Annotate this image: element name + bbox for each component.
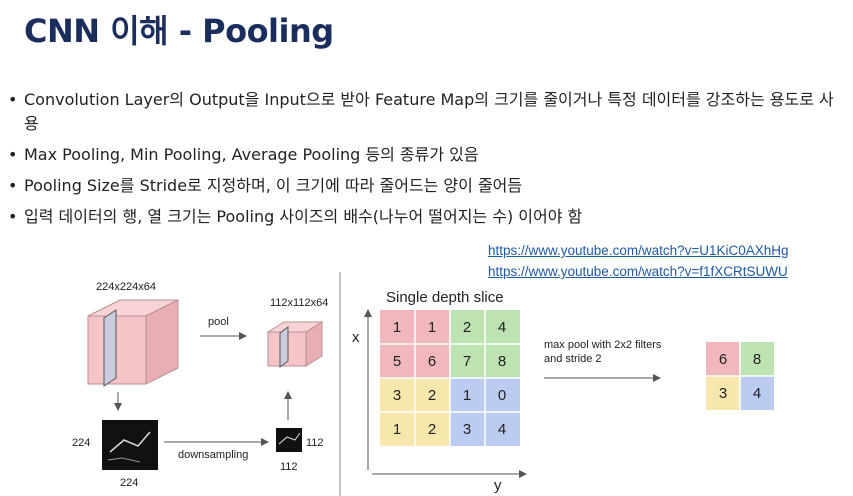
grid-cell: 2: [428, 387, 436, 404]
bullet-item: Pooling Size를 Stride로 지정하며, 이 크기에 따라 줄어드…: [8, 174, 838, 198]
slice-title: Single depth slice: [386, 289, 504, 306]
input-grid: 1 1 2 4 5 6 7 8 3 2 1 0 1 2 3 4: [380, 310, 520, 446]
input-volume: [87, 299, 179, 387]
grid-cell: 0: [498, 387, 506, 404]
result-cell: 8: [753, 351, 761, 368]
volume-size-label: 224x224x64: [96, 281, 156, 293]
maxpool-desc-1: max pool with 2x2 filters: [544, 339, 662, 351]
grid-cell: 3: [463, 421, 471, 438]
result-cell: 4: [753, 385, 761, 402]
size-224-side: 224: [72, 437, 90, 449]
pooled-size-label: 112x112x64: [270, 297, 328, 309]
grid-cell: 1: [393, 421, 401, 438]
grid-cell: 6: [428, 353, 436, 370]
grid-cell: 2: [463, 319, 471, 336]
youtube-link-1[interactable]: https://www.youtube.com/watch?v=U1KiC0AX…: [488, 243, 789, 258]
grid-cell: 4: [498, 421, 506, 438]
pooled-volume: [266, 321, 324, 368]
feature-map-224: [102, 420, 158, 470]
slide-title: CNN 이해 - Pooling: [24, 12, 334, 50]
size-112-bottom: 112: [280, 461, 298, 473]
bullet-item: Convolution Layer의 Output을 Input으로 받아 Fe…: [8, 88, 838, 136]
result-grid: 6 8 3 4: [706, 342, 774, 410]
youtube-link-2[interactable]: https://www.youtube.com/watch?v=f1fXCRtS…: [488, 264, 788, 279]
grid-cell: 1: [428, 319, 436, 336]
pool-label: pool: [208, 316, 229, 328]
reference-links: https://www.youtube.com/watch?v=U1KiC0AX…: [488, 240, 789, 282]
feature-map-112: [276, 428, 302, 452]
grid-cell: 2: [428, 421, 436, 438]
grid-cell: 3: [393, 387, 401, 404]
maxpool-desc-2: and stride 2: [544, 353, 601, 365]
grid-cell: 1: [463, 387, 471, 404]
axis-x-label: x: [352, 329, 360, 346]
grid-cell: 7: [463, 353, 471, 370]
axis-y-label: y: [494, 477, 502, 494]
grid-cell: 8: [498, 353, 506, 370]
grid-cell: 1: [393, 319, 401, 336]
size-224-bottom: 224: [120, 477, 138, 489]
grid-cell: 5: [393, 353, 401, 370]
bullet-list: Convolution Layer의 Output을 Input으로 받아 Fe…: [8, 88, 838, 236]
bullet-item: Max Pooling, Min Pooling, Average Poolin…: [8, 143, 838, 167]
size-112-side: 112: [306, 437, 324, 449]
grid-cell: 4: [498, 319, 506, 336]
downsampling-label: downsampling: [178, 449, 248, 461]
result-cell: 3: [719, 385, 727, 402]
bullet-item: 입력 데이터의 행, 열 크기는 Pooling 사이즈의 배수(나누어 떨어지…: [8, 205, 838, 229]
result-cell: 6: [719, 351, 727, 368]
